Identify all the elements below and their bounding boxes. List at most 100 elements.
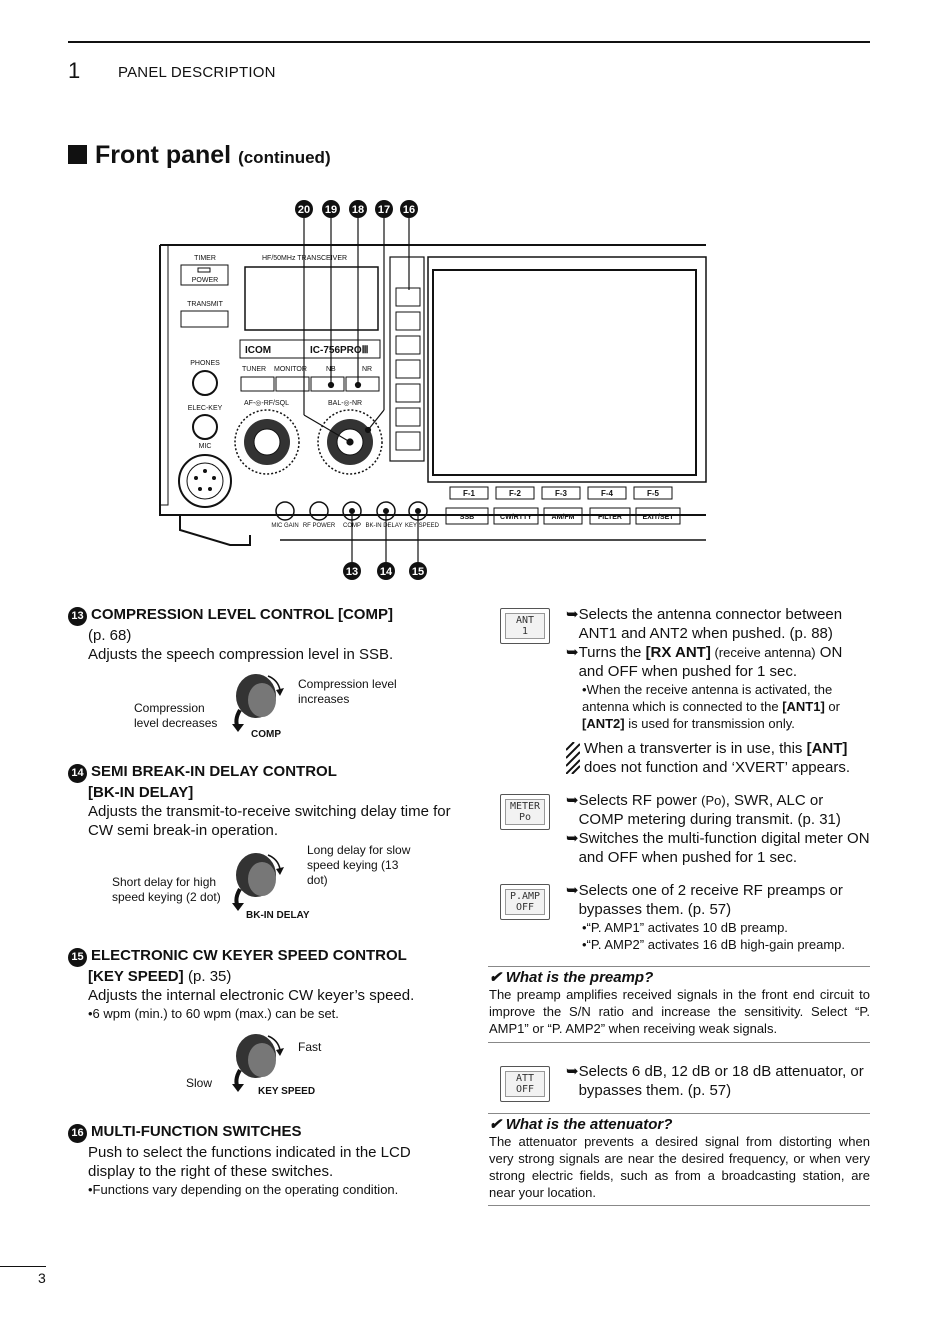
item-16-title: MULTI-FUNCTION SWITCHES — [91, 1123, 302, 1140]
callout-17-text: 17 — [378, 204, 390, 216]
elec-key-jack — [192, 414, 218, 440]
callout-17: 17 — [375, 200, 393, 218]
item-15-desc: Adjusts the internal electronic CW keyer… — [88, 987, 415, 1004]
square-bullet-icon — [68, 145, 87, 164]
section-title-text: Front panel — [95, 141, 232, 169]
ant-warning: When a transverter is in use, this [ANT]… — [584, 739, 872, 777]
item-14-number: 14 — [68, 764, 87, 783]
meter-button-line2: Po — [518, 812, 532, 823]
bal-nr-label: BAL-◎-NR — [328, 400, 362, 407]
tuner-button — [240, 376, 275, 392]
bk-in-knob — [376, 501, 396, 521]
att-box-bottom-rule — [488, 1205, 870, 1206]
mic-gain-label: MIC GAIN — [271, 523, 298, 529]
callout-19-text: 19 — [325, 204, 337, 216]
rf-power-knob — [309, 501, 329, 521]
am-fm-key — [543, 507, 583, 525]
ant-b2-post: ON and OFF when pushed for 1 sec. — [578, 644, 843, 680]
meter-b2: Switches the multi-function digital mete… — [578, 830, 870, 866]
item-13-page: (p. 68) — [88, 627, 132, 644]
arrow-icon: ➥ — [566, 644, 579, 661]
f2-label: F-2 — [509, 489, 522, 498]
main-lcd — [432, 269, 697, 476]
nb-button — [310, 376, 345, 392]
ant-b2-bold: [RX ANT] — [645, 644, 711, 661]
arrow-icon: ➥ — [566, 882, 579, 899]
arrow-icon: ➥ — [566, 830, 579, 847]
ant-note-post: is used for transmission only. — [624, 716, 795, 731]
meter-button-line1: METER — [509, 801, 541, 812]
callout-14: 14 — [377, 562, 395, 580]
chassis-outline — [159, 244, 706, 516]
f1-key — [449, 486, 489, 500]
section-continued: (continued) — [238, 148, 331, 167]
brand-label: ICOM — [245, 345, 271, 356]
phones-jack — [192, 370, 218, 396]
ant-b2-small: (receive antenna) — [710, 645, 816, 660]
preamp-box: ✔ What is the preamp? The preamp amplifi… — [489, 968, 870, 1037]
callout-16-text: 16 — [403, 204, 415, 216]
nr-button — [345, 376, 380, 392]
callout-18: 18 — [349, 200, 367, 218]
callout-20-text: 20 — [298, 204, 310, 216]
mic-gain-knob — [275, 501, 295, 521]
item-15-title-2: [KEY SPEED] — [88, 968, 184, 985]
callout-16: 16 — [400, 200, 418, 218]
rf-power-label: RF POWER — [303, 523, 336, 529]
meter-b1-pre: Selects RF power — [578, 792, 702, 809]
item-15-note: •6 wpm (min.) to 60 wpm (max.) can be se… — [88, 1006, 339, 1021]
att-b1: Selects 6 dB, 12 dB or 18 dB attenuator,… — [578, 1063, 864, 1099]
ant-note-mid: or — [824, 699, 840, 714]
comp-label: COMP — [343, 523, 361, 529]
ant-desc: ➥Selects the antenna connector between A… — [566, 605, 871, 732]
ant-note-b1: [ANT1] — [782, 699, 825, 714]
item-14-desc: Adjusts the transmit-to-receive switchin… — [88, 803, 451, 839]
item-15-knob-right: Fast — [298, 1040, 322, 1054]
callout-20: 20 — [295, 200, 313, 218]
item-14-title-1: SEMI BREAK-IN DELAY CONTROL — [91, 763, 337, 780]
callout-15: 15 — [409, 562, 427, 580]
filter-key — [589, 507, 631, 525]
item-15-number: 15 — [68, 948, 87, 967]
ant-warn-bold: [ANT] — [806, 740, 848, 757]
arrow-icon: ➥ — [566, 1063, 579, 1080]
callout-14-text: 14 — [380, 566, 393, 578]
att-button-line2: OFF — [515, 1084, 535, 1095]
f5-label: F-5 — [647, 489, 660, 498]
mic-label: MIC — [199, 443, 212, 450]
item-13-knob-right: Compression level increases — [298, 677, 397, 706]
bk-in-label: BK-IN DELAY — [366, 523, 403, 529]
f1-label: F-1 — [463, 489, 476, 498]
comp-knob — [342, 501, 362, 521]
section-title: Front panel (continued) — [68, 141, 331, 170]
elec-key-label: ELEC-KEY — [188, 405, 223, 412]
preamp-box-top-rule — [488, 966, 870, 967]
monitor-button — [275, 376, 310, 392]
item-14-knob-right: Long delay for slow speed keying (13 dot… — [307, 843, 411, 887]
item-14-knob-left: Short delay for high speed keying (2 dot… — [112, 875, 221, 904]
bk-in-knob-illustration — [232, 853, 284, 911]
caution-icon — [566, 742, 580, 774]
item-16-desc: Push to select the functions indicated i… — [88, 1144, 411, 1180]
key-speed-knob — [408, 501, 428, 521]
af-knob — [234, 409, 300, 475]
item-13-desc: Adjusts the speech compression level in … — [88, 646, 394, 663]
att-button-line1: ATT — [515, 1073, 535, 1084]
model-label: IC-756PROⅢ — [310, 345, 369, 356]
comp-knob-illustration — [232, 674, 284, 732]
item-13-title: COMPRESSION LEVEL CONTROL [COMP] — [91, 606, 393, 623]
exit-set-key — [635, 507, 681, 525]
ant-note: •When the receive antenna is activated, … — [566, 681, 871, 732]
key-speed-knob-illustration — [232, 1034, 284, 1092]
item-15-knob-cap: KEY SPEED — [258, 1086, 316, 1097]
f4-key — [587, 486, 627, 500]
key-speed-label: KEY SPEED — [405, 523, 440, 529]
f5-key — [633, 486, 673, 500]
cw-rtty-label: CW/RTTY — [500, 514, 532, 521]
f2-key — [495, 486, 535, 500]
preamp-box-text: The preamp amplifies received signals in… — [489, 987, 870, 1036]
item-13-number: 13 — [68, 607, 87, 626]
item-15-page: (p. 35) — [188, 968, 232, 985]
